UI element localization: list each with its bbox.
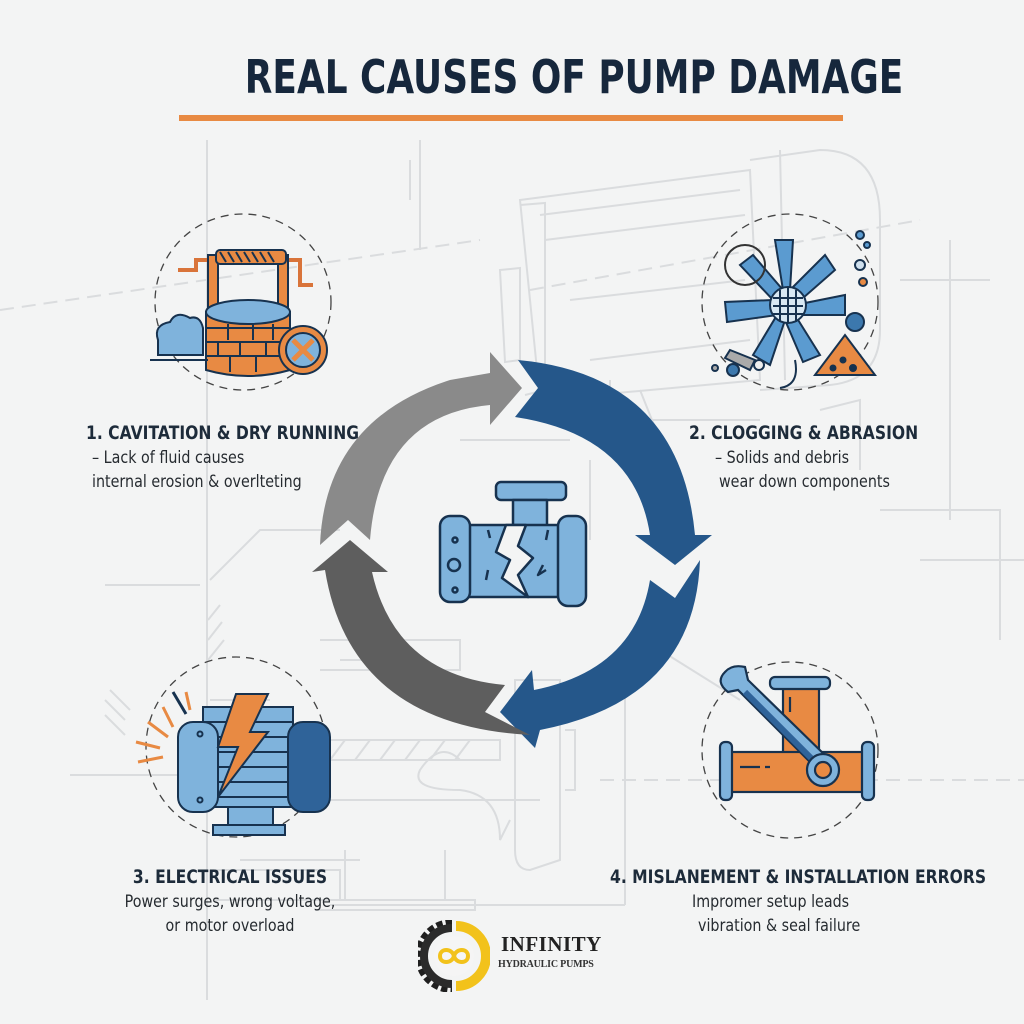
logo-subtitle: HYDRAULIC PUMPS [498,959,594,970]
cause-4-icon-wrap [690,652,890,847]
dry-well-icon [150,213,332,391]
gear-infinity-logo-icon [418,920,490,992]
cause-2-icon-wrap [695,210,885,400]
cause-3-icon-wrap [118,652,338,847]
cause-1-heading: 1. CAVITATION & DRY RUNNING [86,422,360,444]
cycle-arrow-top-left [320,352,522,545]
cause-4-desc-line2: vibration & seal failure [698,916,861,936]
cause-3-heading: 3. ELECTRICAL ISSUES [132,866,328,888]
cause-1-desc-line1: – Lack of fluid causes [92,448,245,468]
page-title: REAL CAUSES OF PUMP DAMAGE [244,50,904,104]
cause-1-desc-line2: internal erosion & overlteting [92,472,302,492]
cause-3-desc-line2: or motor overload [165,916,295,936]
cause-2-heading: 2. CLOGGING & ABRASION [689,422,919,444]
cycle-arrow-right-bottom [500,560,700,748]
cause-1-icon-wrap [148,210,338,400]
cracked-pump-icon [438,480,588,608]
cause-4: 4. MISLANEMENT & INSTALLATION ERRORS Imp… [610,866,1024,938]
logo-title: INFINITY [501,932,602,956]
cycle-arrow-bottom-left [312,540,530,735]
cause-2: 2. CLOGGING & ABRASION – Solids and debr… [689,422,968,494]
cause-3: 3. ELECTRICAL ISSUES Power surges, wrong… [80,866,380,938]
cause-4-desc-line1: Impromer setup leads [692,892,850,912]
cause-4-heading: 4. MISLANEMENT & INSTALLATION ERRORS [610,866,987,888]
cause-1: 1. CAVITATION & DRY RUNNING – Lack of fl… [86,422,419,494]
title-underline [179,115,843,121]
clogged-impeller-icon [701,213,879,391]
cause-2-desc-line2: wear down components [719,472,890,492]
cycle-arrow-right-top [515,360,712,565]
cause-2-desc-line1: – Solids and debris [715,448,850,468]
cause-3-desc-line1: Power surges, wrong voltage, [124,892,336,912]
electric-motor-surge-icon [135,656,331,838]
cycle-diagram [312,352,712,748]
company-logo: INFINITY HYDRAULIC PUMPS [418,920,618,992]
wrench-pipe-icon [701,661,879,839]
